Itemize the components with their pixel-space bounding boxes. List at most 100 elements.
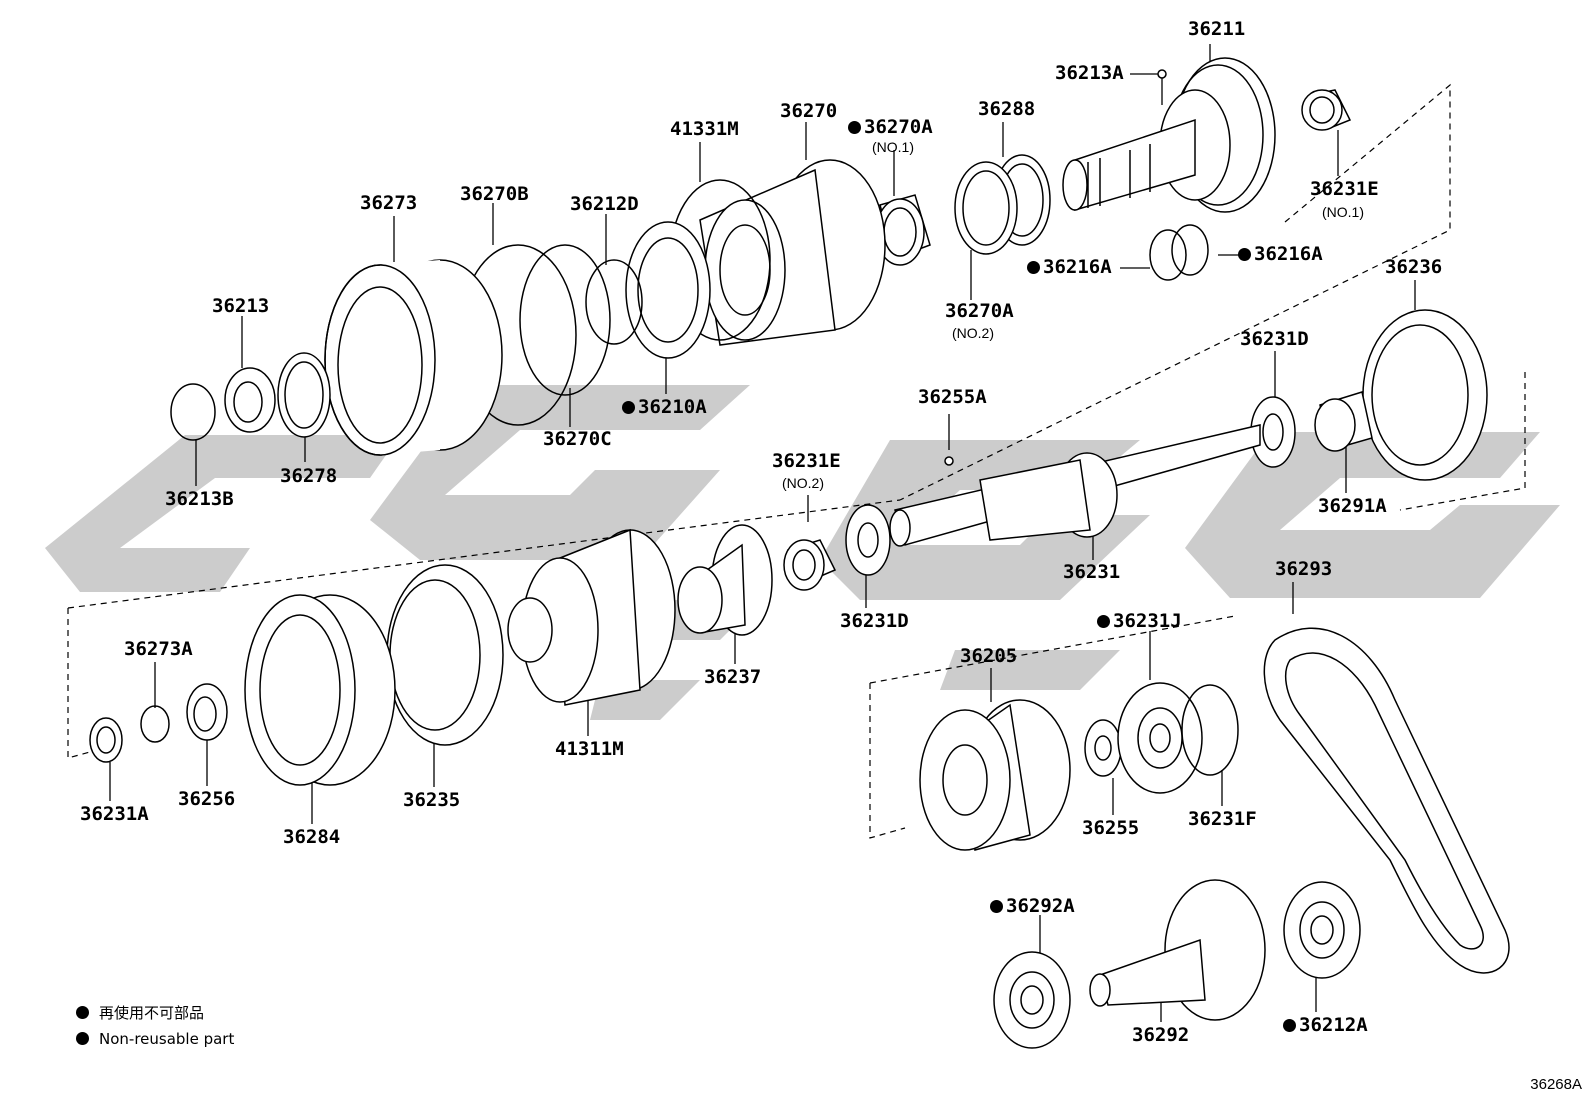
label-36255[interactable]: 36255 [1082,817,1140,839]
non-reusable-dot-icon [1097,615,1110,628]
part-36231A-ring [89,717,123,763]
part-36273A-snap-ring [140,705,170,743]
label-36255A[interactable]: 36255A [918,386,987,408]
part-36273-hub [324,259,503,456]
label-36270A-no1-text: 36270A [864,116,933,138]
label-36270A-no1[interactable]: 36270A [848,118,933,137]
label-36270C[interactable]: 36270C [543,428,612,450]
label-36270[interactable]: 36270 [780,100,838,122]
part-36235-ring [386,564,504,746]
label-36210A[interactable]: 36210A [622,398,707,417]
part-36255-washer [1084,719,1122,777]
part-36284-drum [244,594,396,786]
part-36270A-no2-washer [954,161,1018,255]
label-36231E-no1-sub: (NO.1) [1322,204,1364,220]
part-36236-hub [1362,309,1488,481]
label-36293[interactable]: 36293 [1275,558,1333,580]
part-36205-sprocket [919,699,1071,851]
label-36284[interactable]: 36284 [283,826,341,848]
part-41311M-gear-assembly [507,528,676,706]
part-36231J-bearing [1117,682,1203,794]
non-reusable-dot-icon [848,121,861,134]
label-36213[interactable]: 36213 [212,295,270,317]
label-36231D-top[interactable]: 36231D [1240,328,1309,350]
part-36270C-ring [519,244,611,396]
label-36270A-no2[interactable]: 36270A [945,300,1014,322]
dashed-group-lines [67,83,1526,839]
label-36231A[interactable]: 36231A [80,803,149,825]
label-36270A-no2-sub: (NO.2) [952,325,994,341]
part-36270-case [699,159,886,346]
label-36278[interactable]: 36278 [280,465,338,487]
part-36231E-no2-bearing [783,539,837,591]
part-36270A-no1-bearing [875,194,931,266]
part-36231D-washer [845,504,891,576]
part-36278-washer [277,352,331,438]
part-36292A-bearing [993,951,1071,1049]
label-36231J[interactable]: 36231J [1097,612,1182,631]
label-36231F[interactable]: 36231F [1188,808,1257,830]
label-36292A-text: 36292A [1006,895,1075,917]
part-36231E-no1-bearing [1301,89,1352,131]
non-reusable-dot-icon [990,900,1003,913]
label-36216A-right-text: 36216A [1254,243,1323,265]
part-36256-bearing [186,683,228,741]
label-36212A-text: 36212A [1299,1014,1368,1036]
part-36210A-seal [625,221,711,359]
part-36212D-snap-ring [585,259,643,345]
label-36213B[interactable]: 36213B [165,488,234,510]
label-36273[interactable]: 36273 [360,192,418,214]
part-36293-chain [1263,627,1510,974]
label-36288[interactable]: 36288 [978,98,1036,120]
non-reusable-dot-icon [76,1006,89,1019]
label-36231D-bottom[interactable]: 36231D [840,610,909,632]
parts [89,57,1510,1049]
label-36236[interactable]: 36236 [1385,256,1443,278]
label-36216A-left[interactable]: 36216A [1027,258,1112,277]
label-36231E-no1[interactable]: 36231E [1310,178,1379,200]
label-36237[interactable]: 36237 [704,666,762,688]
part-36216A-snap-rings [1149,224,1209,281]
legend-en-text: Non-reusable part [99,1030,235,1048]
label-36211[interactable]: 36211 [1188,18,1246,40]
label-36235[interactable]: 36235 [403,789,461,811]
label-36231E-no2-sub: (NO.2) [782,475,824,491]
non-reusable-dot-icon [76,1032,89,1045]
label-41331M[interactable]: 41331M [670,118,739,140]
label-36231E-no2[interactable]: 36231E [772,450,841,472]
non-reusable-dot-icon [1027,261,1040,274]
legend-jp-text: 再使用不可部品 [99,1004,205,1022]
label-36273A[interactable]: 36273A [124,638,193,660]
part-36292-shaft-gear [1089,879,1266,1021]
legend-row-jp: 再使用不可部品 [76,1006,204,1021]
part-36212A-bearing [1283,881,1361,979]
non-reusable-dot-icon [1283,1019,1296,1032]
part-36291A-bearing [1314,391,1373,452]
part-36211-shaft-gear [1062,57,1276,213]
label-36216A-right[interactable]: 36216A [1238,245,1323,264]
label-36205[interactable]: 36205 [960,645,1018,667]
label-36213A[interactable]: 36213A [1055,62,1124,84]
label-36270A-no1-sub: (NO.1) [872,139,914,155]
part-36237-gear [677,524,773,636]
figure-id: 36268A [1530,1076,1582,1093]
label-36256[interactable]: 36256 [178,788,236,810]
legend-row-en: Non-reusable part [76,1032,234,1047]
label-36212D[interactable]: 36212D [570,193,639,215]
label-41311M[interactable]: 41311M [555,738,624,760]
label-36231[interactable]: 36231 [1063,561,1121,583]
part-36213-bearing [224,367,276,433]
non-reusable-dot-icon [1238,248,1251,261]
part-36255A-pin [944,456,954,466]
label-36292[interactable]: 36292 [1132,1024,1190,1046]
label-36270B[interactable]: 36270B [460,183,529,205]
label-36212A[interactable]: 36212A [1283,1016,1368,1035]
label-36292A[interactable]: 36292A [990,897,1075,916]
part-36231F-snap-ring [1181,684,1239,776]
part-36231-shaft [889,396,1296,547]
label-36291A[interactable]: 36291A [1318,495,1387,517]
label-36210A-text: 36210A [638,396,707,418]
non-reusable-dot-icon [622,401,635,414]
